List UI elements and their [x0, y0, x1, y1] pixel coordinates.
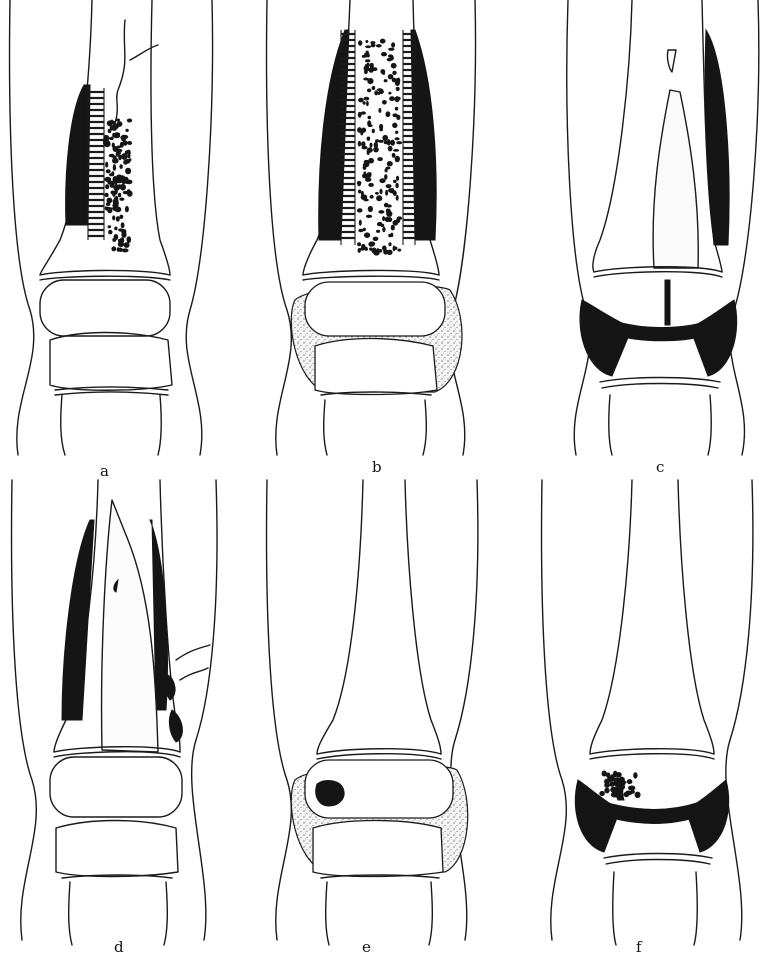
- panel-d-diagram: [0, 480, 250, 950]
- panel-label-d: d: [114, 938, 124, 956]
- panel-b-diagram: [255, 0, 510, 460]
- panel-label-c: c: [656, 458, 664, 476]
- panel-a-diagram: [0, 0, 250, 460]
- panel-f-diagram: [520, 480, 770, 950]
- panel-label-b: b: [372, 458, 382, 476]
- panel-c-diagram: [520, 0, 770, 460]
- panel-label-f: f: [636, 938, 642, 956]
- panel-label-e: e: [362, 938, 371, 956]
- panel-label-a: a: [100, 462, 109, 480]
- panel-e-diagram: [255, 480, 510, 950]
